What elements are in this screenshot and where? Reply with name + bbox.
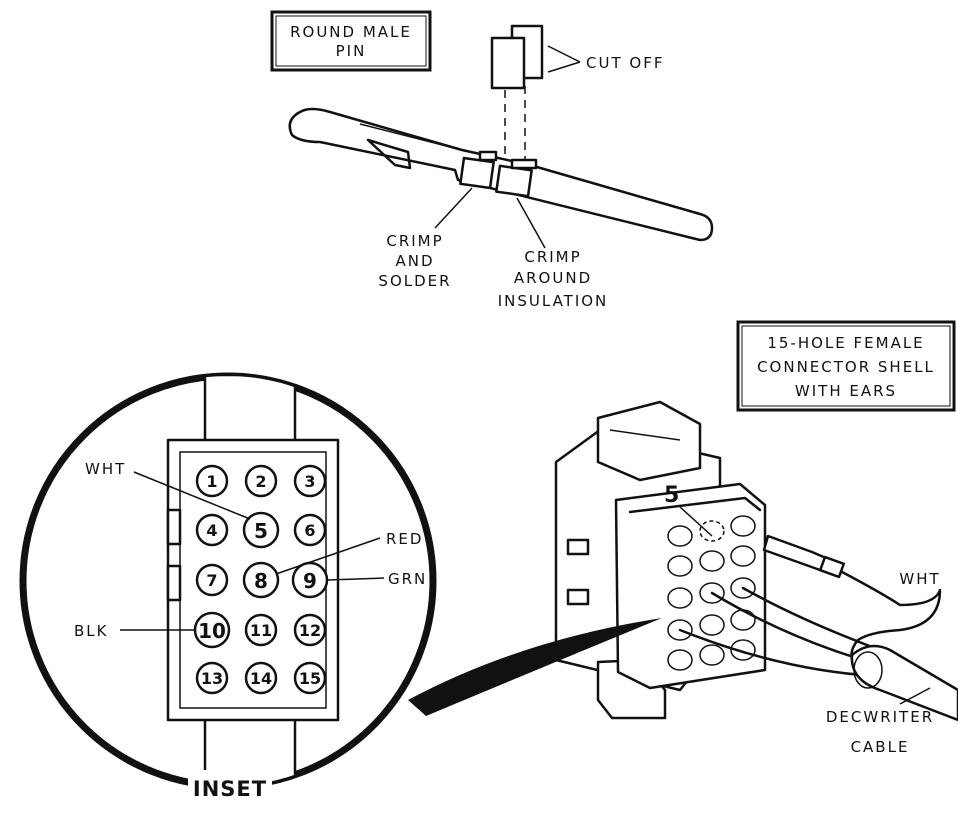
crimp-insulation-label-3: INSULATION [498,292,609,310]
pin-13: 13 [195,661,229,695]
crimp-solder-label-3: SOLDER [378,272,451,290]
pin-8: 8 [242,561,280,599]
connector-holes [667,515,756,671]
connector-title-3: WITH EARS [795,382,897,400]
svg-text:6: 6 [304,521,315,540]
inset-callout-pointer [408,618,662,716]
pin-11: 11 [244,613,278,647]
pin-9: 9 [291,561,329,599]
cable-label-2: CABLE [851,738,910,756]
connector-top-ear [596,400,702,482]
connector-shell-drawing: 5 [554,400,958,722]
cut-off-label: CUT OFF [586,54,664,72]
cut-off-arrow-1 [547,45,581,63]
wht-wire-label: WHT [899,570,940,588]
pin-spring [366,138,412,170]
cut-off-tab-front [490,36,526,90]
cable-label-1: DECWRITER [826,708,934,726]
svg-text:4: 4 [206,521,217,540]
svg-text:7: 7 [206,571,217,590]
inset-red-label: RED [386,530,423,548]
crimp-band-insulation [495,164,533,198]
inset-blk-label: BLK [74,622,108,640]
inset-wht-label: WHT [85,460,126,478]
svg-text:9: 9 [303,569,317,593]
crimp-insulation-label-2: AROUND [514,269,592,287]
svg-text:5: 5 [254,519,268,543]
pin-6: 6 [293,513,327,547]
hole-5-leader [679,506,713,537]
wire-white [840,570,942,672]
pin-4: 4 [195,513,229,547]
pin-12: 12 [293,613,327,647]
svg-text:14: 14 [250,669,272,688]
round-male-pin-title-2: PIN [336,42,367,60]
round-male-pin-drawing [288,24,714,249]
wire-green [741,586,882,652]
inset-view: 1 2 3 4 5 6 7 8 9 10 11 12 13 14 15 INSE… [19,372,437,804]
pin-10: 10 [193,611,231,649]
crimp-solder-leader [434,187,473,229]
wht-leader [133,471,251,520]
inset-title: INSET [193,777,267,801]
pin-15: 15 [293,661,327,695]
pin-3: 3 [293,464,327,498]
crimp-band-solder [459,156,495,190]
svg-text:10: 10 [198,619,226,643]
pin-1: 1 [195,464,229,498]
inset-grn-label: GRN [388,570,427,588]
red-leader [275,537,381,575]
crimp-solder-label-1: CRIMP [386,232,443,250]
inset-top-ear [203,376,297,447]
wire-black [678,628,877,678]
inset-pins: 1 2 3 4 5 6 7 8 9 10 11 12 13 14 15 [193,464,329,695]
svg-text:3: 3 [304,472,315,491]
cable-leader [899,687,931,705]
cut-off-arrow-2 [547,61,581,73]
crimp-insulation-label-1: CRIMP [524,248,581,266]
svg-text:1: 1 [206,472,217,491]
svg-text:11: 11 [250,621,272,640]
svg-text:13: 13 [201,669,223,688]
svg-text:15: 15 [299,669,321,688]
hole-5-label: 5 [664,483,679,508]
crimp-solder-label-2: AND [395,252,434,270]
pin-14: 14 [244,661,278,695]
svg-text:2: 2 [255,472,266,491]
pin-5: 5 [242,511,280,549]
grn-leader [327,577,385,581]
pin-7: 7 [195,563,229,597]
round-male-pin-label: ROUND MALE PIN [270,10,432,72]
connector-shell-label: 15-HOLE FEMALE CONNECTOR SHELL WITH EARS [736,320,956,412]
connector-title-2: CONNECTOR SHELL [757,358,935,376]
pin-2: 2 [244,464,278,498]
connector-face [614,482,767,690]
inserted-male-pin [762,534,828,572]
svg-text:8: 8 [254,569,268,593]
crimp-insulation-leader [516,197,546,249]
round-male-pin-title-1: ROUND MALE [290,23,412,41]
svg-text:12: 12 [299,621,321,640]
connector-title-1: 15-HOLE FEMALE [767,334,924,352]
